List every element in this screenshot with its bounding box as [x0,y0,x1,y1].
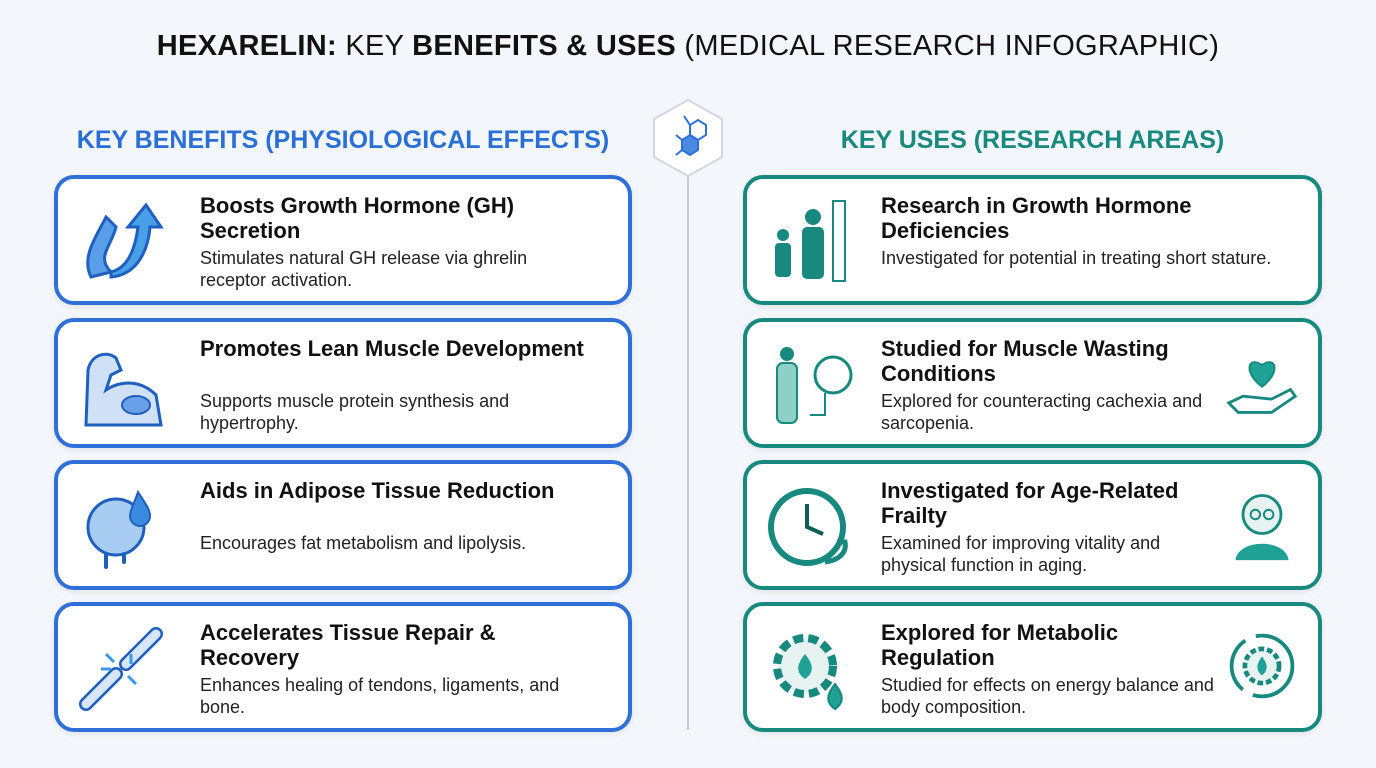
page-title: HEXARELIN: KEY BENEFITS & USES (MEDICAL … [0,30,1376,63]
benefit-card: Aids in Adipose Tissue Reduction Encoura… [54,460,632,590]
gear-flame-icon [773,634,843,711]
uses-heading: KEY USES (RESEARCH AREAS) [840,126,1225,154]
clock-icon [768,488,848,566]
card-title: Accelerates Tissue Repair & Recovery [200,620,496,670]
benefit-card: Accelerates Tissue Repair & Recovery Enh… [54,602,632,732]
card-description: Examined for improving vitality and phys… [881,533,1161,575]
center-divider [687,175,689,730]
card-title: Research in Growth Hormone Deficiencies [881,193,1192,243]
title-part: BENEFITS & USES [412,30,677,62]
use-card: Investigated for Age-Related Frailty Exa… [743,460,1322,590]
benefit-card: Promotes Lean Muscle Development Support… [54,318,632,448]
card-title: Investigated for Age-Related Frailty [881,478,1179,528]
card-title: Boosts Growth Hormone (GH) Secretion [200,193,515,243]
card-description: Explored for counteracting cachexia and … [881,391,1203,433]
use-card: Research in Growth Hormone Deficiencies … [743,175,1322,305]
benefit-card: Boosts Growth Hormone (GH) Secretion Sti… [54,175,632,305]
card-title: Promotes Lean Muscle Development [200,336,584,361]
use-card: Explored for Metabolic Regulation Studie… [743,602,1322,732]
elderly-person-icon [1235,494,1289,561]
card-description: Supports muscle protein synthesis and hy… [200,391,510,433]
benefits-heading: KEY BENEFITS (PHYSIOLOGICAL EFFECTS) [76,126,610,154]
card-description: Stimulates natural GH release via ghreli… [200,248,528,290]
card-description: Enhances healing of tendons, ligaments, … [200,675,560,717]
height-measure-icon [775,200,846,282]
metabolic-cycle-icon [1229,633,1295,699]
card-title: Studied for Muscle Wasting Conditions [881,336,1169,386]
fat-droplet-icon [86,489,152,569]
title-part: (MEDICAL RESEARCH INFOGRAPHIC) [684,30,1220,62]
card-description: Studied for effects on energy balance an… [881,675,1214,717]
card-description: Encourages fat metabolism and lipolysis. [200,533,527,553]
title-part: HEXARELIN: [156,30,337,62]
card-title: Aids in Adipose Tissue Reduction [200,478,555,503]
heart-hand-icon [1226,361,1298,414]
molecule-icon [653,98,723,178]
title-part: KEY [345,30,404,62]
body-scan-icon [776,347,853,424]
card-title: Explored for Metabolic Regulation [881,620,1119,670]
broken-bone-icon [79,627,163,711]
flexed-arm-icon [84,352,163,427]
use-card: Studied for Muscle Wasting Conditions Ex… [743,318,1322,448]
upward-arrow-icon [86,202,164,279]
card-description: Investigated for potential in treating s… [881,248,1272,268]
